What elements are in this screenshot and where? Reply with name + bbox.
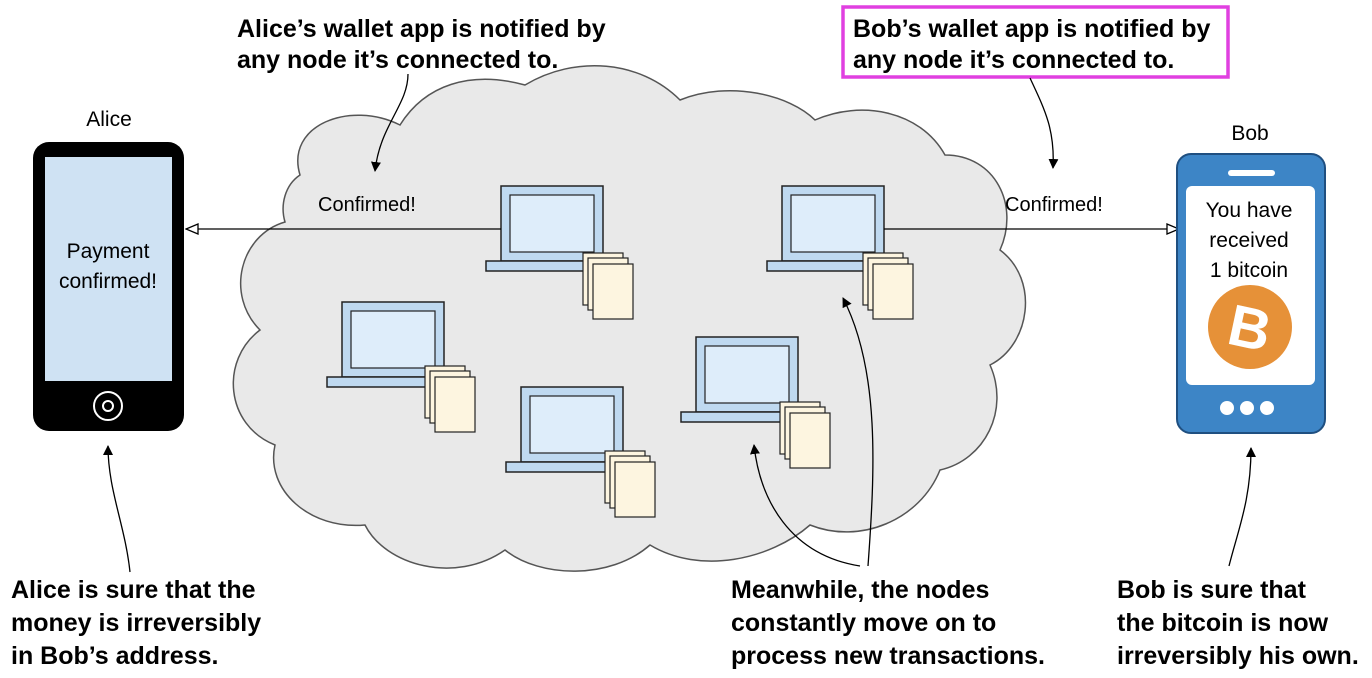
bob-bottom-caption-line-3: irreversibly his own. xyxy=(1117,642,1359,670)
alice-top-caption-line-1: Alice’s wallet app is notified by xyxy=(237,15,606,43)
callout-arrow-nodes-left xyxy=(750,444,861,567)
alice-bottom-caption-line-3: in Bob’s address. xyxy=(11,642,218,670)
alice-phone xyxy=(33,142,184,431)
document-stack-4 xyxy=(604,450,656,518)
phone-dot-icon xyxy=(1260,401,1274,415)
nodes-caption-line-2: constantly move on to xyxy=(731,609,996,637)
alice-top-caption-line-2: any node it’s connected to. xyxy=(237,46,558,74)
phone-dot-icon xyxy=(1240,401,1254,415)
node-laptop-4 xyxy=(505,386,638,473)
bob-screen-line-3: 1 bitcoin xyxy=(1210,259,1288,282)
nodes-caption-line-1: Meanwhile, the nodes xyxy=(731,576,989,604)
callout-arrow-bob-top xyxy=(1029,77,1059,169)
phone-dot-icon xyxy=(1220,401,1234,415)
bob-bottom-caption-line-1: Bob is sure that xyxy=(1117,576,1307,604)
bob-screen-line-1: You have xyxy=(1206,199,1293,222)
document-stack-5 xyxy=(779,401,831,469)
callout-arrow-alice-top xyxy=(371,73,409,172)
phone-speaker-icon xyxy=(1228,170,1275,176)
document-stack-1 xyxy=(582,252,634,320)
bob-name-label: Bob xyxy=(1231,122,1268,145)
bob-confirmed-label: Confirmed! xyxy=(1005,194,1103,216)
bob-top-caption-line-2: any node it’s connected to. xyxy=(853,46,1174,74)
node-laptop-3 xyxy=(326,301,459,388)
document-stack-3 xyxy=(424,365,476,433)
node-laptop-2 xyxy=(766,185,899,272)
home-button-icon xyxy=(93,391,123,421)
bitcoin-icon xyxy=(1208,285,1292,369)
alice-screen-line-2: confirmed! xyxy=(59,270,157,293)
callout-arrow-bob-bottom xyxy=(1228,447,1256,567)
bob-phone xyxy=(1176,153,1326,434)
alice-phone-screen xyxy=(45,157,172,381)
node-laptop-5 xyxy=(680,336,813,423)
bob-top-caption-line-1: Bob’s wallet app is notified by xyxy=(853,15,1211,43)
alice-name-label: Alice xyxy=(86,108,132,131)
bob-bottom-caption-line-2: the bitcoin is now xyxy=(1117,609,1329,637)
callout-arrow-alice-bottom xyxy=(103,445,131,573)
alice-bottom-caption-line-1: Alice is sure that the xyxy=(11,576,256,604)
nodes-caption-line-3: process new transactions. xyxy=(731,642,1045,670)
document-stack-2 xyxy=(862,252,914,320)
alice-screen-line-1: Payment xyxy=(67,240,150,263)
callout-arrow-nodes-right xyxy=(842,297,874,567)
alice-confirmed-label: Confirmed! xyxy=(318,194,416,216)
highlight-box xyxy=(841,5,1230,79)
bob-screen-line-2: received xyxy=(1209,229,1288,252)
alice-bottom-caption-line-2: money is irreversibly xyxy=(11,609,261,637)
